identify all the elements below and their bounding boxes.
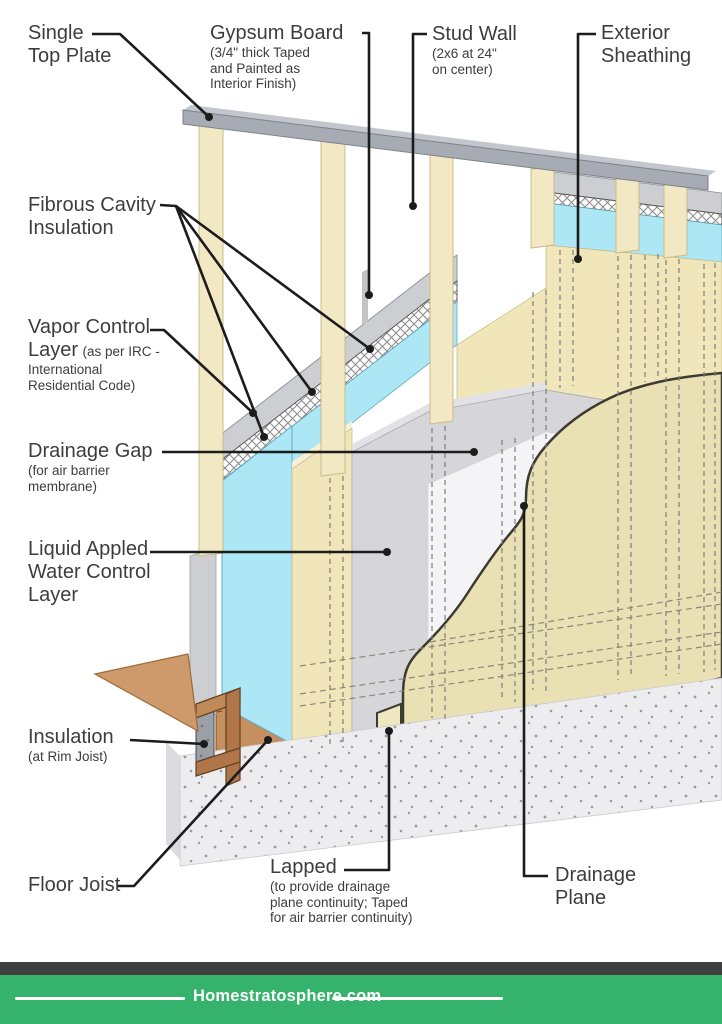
- wall-assembly-diagram: [92, 31, 722, 888]
- label-line: Drainage: [555, 864, 637, 886]
- label-sub: and Painted as: [210, 60, 301, 76]
- floor-joist-plane: [93, 653, 199, 733]
- label-title: Insulation: [28, 726, 114, 748]
- footer-dark-bar: [0, 962, 722, 975]
- leader-drainage-plane: [522, 506, 548, 878]
- label-drainage-gap: Drainage Gap (for air barrier membrane): [28, 440, 153, 494]
- hidden-stud-dashes: [329, 250, 716, 748]
- label-sub: (at Rim Joist): [28, 749, 108, 764]
- leader-vapor-control: [150, 328, 254, 414]
- stud-4: [530, 166, 555, 249]
- stud-1: [198, 123, 224, 557]
- leader-fibrous-2: [174, 205, 314, 393]
- leader-exterior-sheathing: [576, 32, 596, 259]
- label-title: Lapped: [270, 856, 337, 878]
- gypsum-edge-sliver: [362, 269, 368, 325]
- label-sub: on center): [432, 61, 493, 77]
- label-line: Layer: [28, 584, 79, 606]
- leader-single-top-plate: [92, 32, 210, 118]
- leader-gypsum-board: [362, 31, 371, 295]
- leader-stud-wall: [411, 32, 427, 206]
- stud-3: [429, 152, 454, 425]
- label-line: Insulation: [28, 217, 114, 239]
- label-stud-wall: Stud Wall (2x6 at 24" on center): [432, 23, 517, 77]
- label-sub: for air barrier continuity): [270, 910, 413, 925]
- label-sub: (to provide drainage: [270, 879, 391, 894]
- label-fibrous-cavity-insulation: Fibrous Cavity Insulation: [28, 194, 156, 240]
- insulation-speck: [206, 738, 210, 742]
- label-vapor-control-layer: Vapor Control Layer (as per IRC - Intern…: [28, 316, 160, 393]
- hidden-floor-dashes: [299, 591, 722, 707]
- label-title: Drainage Gap: [28, 440, 153, 462]
- label-sub: Interior Finish): [210, 76, 297, 91]
- foundation-side-face: [166, 742, 180, 860]
- label-title: Gypsum Board: [210, 22, 344, 44]
- leader-lines: [92, 31, 596, 888]
- label-single-top-plate: Single Top Plate: [28, 22, 111, 68]
- label-exterior-sheathing: Exterior Sheathing: [601, 22, 691, 68]
- leader-dots: [200, 113, 582, 748]
- top-plate-top-face: [183, 105, 716, 176]
- leader-lapped: [344, 731, 391, 872]
- label-sub: plane continuity; Taped: [270, 894, 408, 910]
- rim-joist-bottom-flange: [195, 747, 241, 777]
- foundation-front-face: [179, 677, 722, 867]
- label-lapped: Lapped (to provide drainage plane contin…: [270, 856, 413, 926]
- footer-left-rule: [15, 997, 185, 1000]
- insulation-speck: [200, 724, 204, 728]
- leader-fibrous-3: [174, 205, 266, 438]
- label-title: Stud Wall: [432, 23, 517, 45]
- leader-floor-joist: [118, 739, 269, 888]
- stud-6: [663, 182, 688, 259]
- gypsum-lower-strip: [189, 547, 217, 721]
- stud-5: [615, 176, 640, 254]
- label-line: Exterior: [601, 22, 670, 44]
- label-title: Floor Joist: [28, 874, 121, 896]
- leader-insulation-rim: [129, 738, 205, 746]
- label-title2: Layer: [28, 339, 79, 361]
- label-liquid-applied-water-control-layer: Liquid Appled Water Control Layer: [28, 538, 151, 607]
- label-sub: membrane): [28, 478, 98, 494]
- footer-brand-bar: Homestratosphere.com: [0, 975, 722, 1024]
- label-floor-joist: Floor Joist: [28, 874, 120, 897]
- label-line: Water Control: [28, 561, 151, 583]
- label-insulation-rim-joist: Insulation (at Rim Joist): [28, 726, 114, 765]
- label-sub: International: [28, 362, 103, 377]
- label-sub-inline: (as per IRC -: [82, 344, 160, 359]
- stud-2: [320, 138, 346, 477]
- label-line: Liquid Appled: [28, 538, 149, 560]
- label-gypsum-board: Gypsum Board (3/4" thick Taped and Paint…: [210, 22, 343, 92]
- label-line: Top Plate: [28, 45, 112, 67]
- label-sub: Residential Code): [28, 377, 136, 393]
- footer-site-name: Homestratosphere.com: [193, 987, 382, 1005]
- label-sub: (3/4" thick Taped: [210, 45, 310, 60]
- label-line: Single: [28, 22, 84, 44]
- label-sub: (for air barrier: [28, 463, 110, 478]
- label-drainage-plane: Drainage Plane: [555, 864, 636, 910]
- label-title: Vapor Control: [28, 316, 150, 338]
- label-line: Fibrous Cavity: [28, 194, 156, 216]
- label-line: Plane: [555, 887, 607, 909]
- footer-right-rule: [332, 997, 503, 1000]
- wrb-bevel: [352, 382, 546, 452]
- label-sub: (2x6 at 24": [432, 46, 497, 61]
- insulation-speck: [199, 754, 203, 758]
- label-line: Sheathing: [601, 45, 692, 67]
